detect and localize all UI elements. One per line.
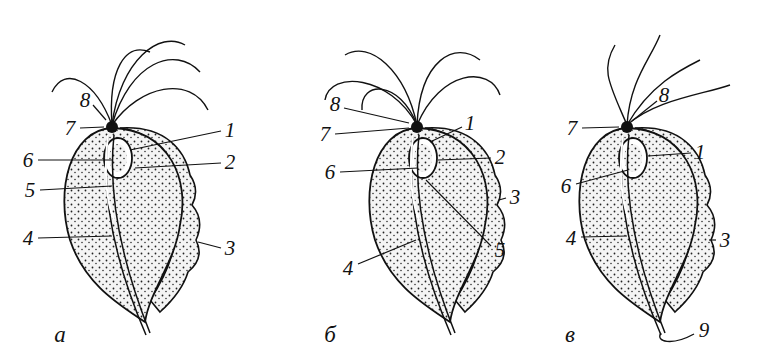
callout-number: 1 xyxy=(695,142,706,163)
callout-number: 6 xyxy=(325,162,336,183)
callout-number: 4 xyxy=(343,258,354,279)
callout-number: 2 xyxy=(495,147,506,168)
callout-number: 4 xyxy=(566,228,577,249)
callout-number: 2 xyxy=(225,152,236,173)
callout-number: 5 xyxy=(25,180,36,201)
callout-number: 4 xyxy=(23,228,34,249)
callout-number: 7 xyxy=(65,118,76,139)
callout-number: 1 xyxy=(465,113,476,134)
callout-number: 6 xyxy=(23,150,34,171)
callout-number: 3 xyxy=(720,230,731,251)
callout-number: 7 xyxy=(320,124,331,145)
figure-letter: в xyxy=(565,323,575,346)
callout-number: 8 xyxy=(330,94,341,115)
callout-number: 7 xyxy=(567,118,578,139)
callout-number: 9 xyxy=(699,320,710,341)
callout-number: 3 xyxy=(510,187,521,208)
figure-letter: а xyxy=(54,323,66,346)
callout-number: 1 xyxy=(225,120,236,141)
figure-letter: б xyxy=(324,323,336,346)
callout-number: 6 xyxy=(561,176,572,197)
callout-number: 8 xyxy=(80,90,91,111)
callout-number: 5 xyxy=(495,240,506,261)
callout-number: 8 xyxy=(659,85,670,106)
callout-number: 3 xyxy=(225,238,236,259)
